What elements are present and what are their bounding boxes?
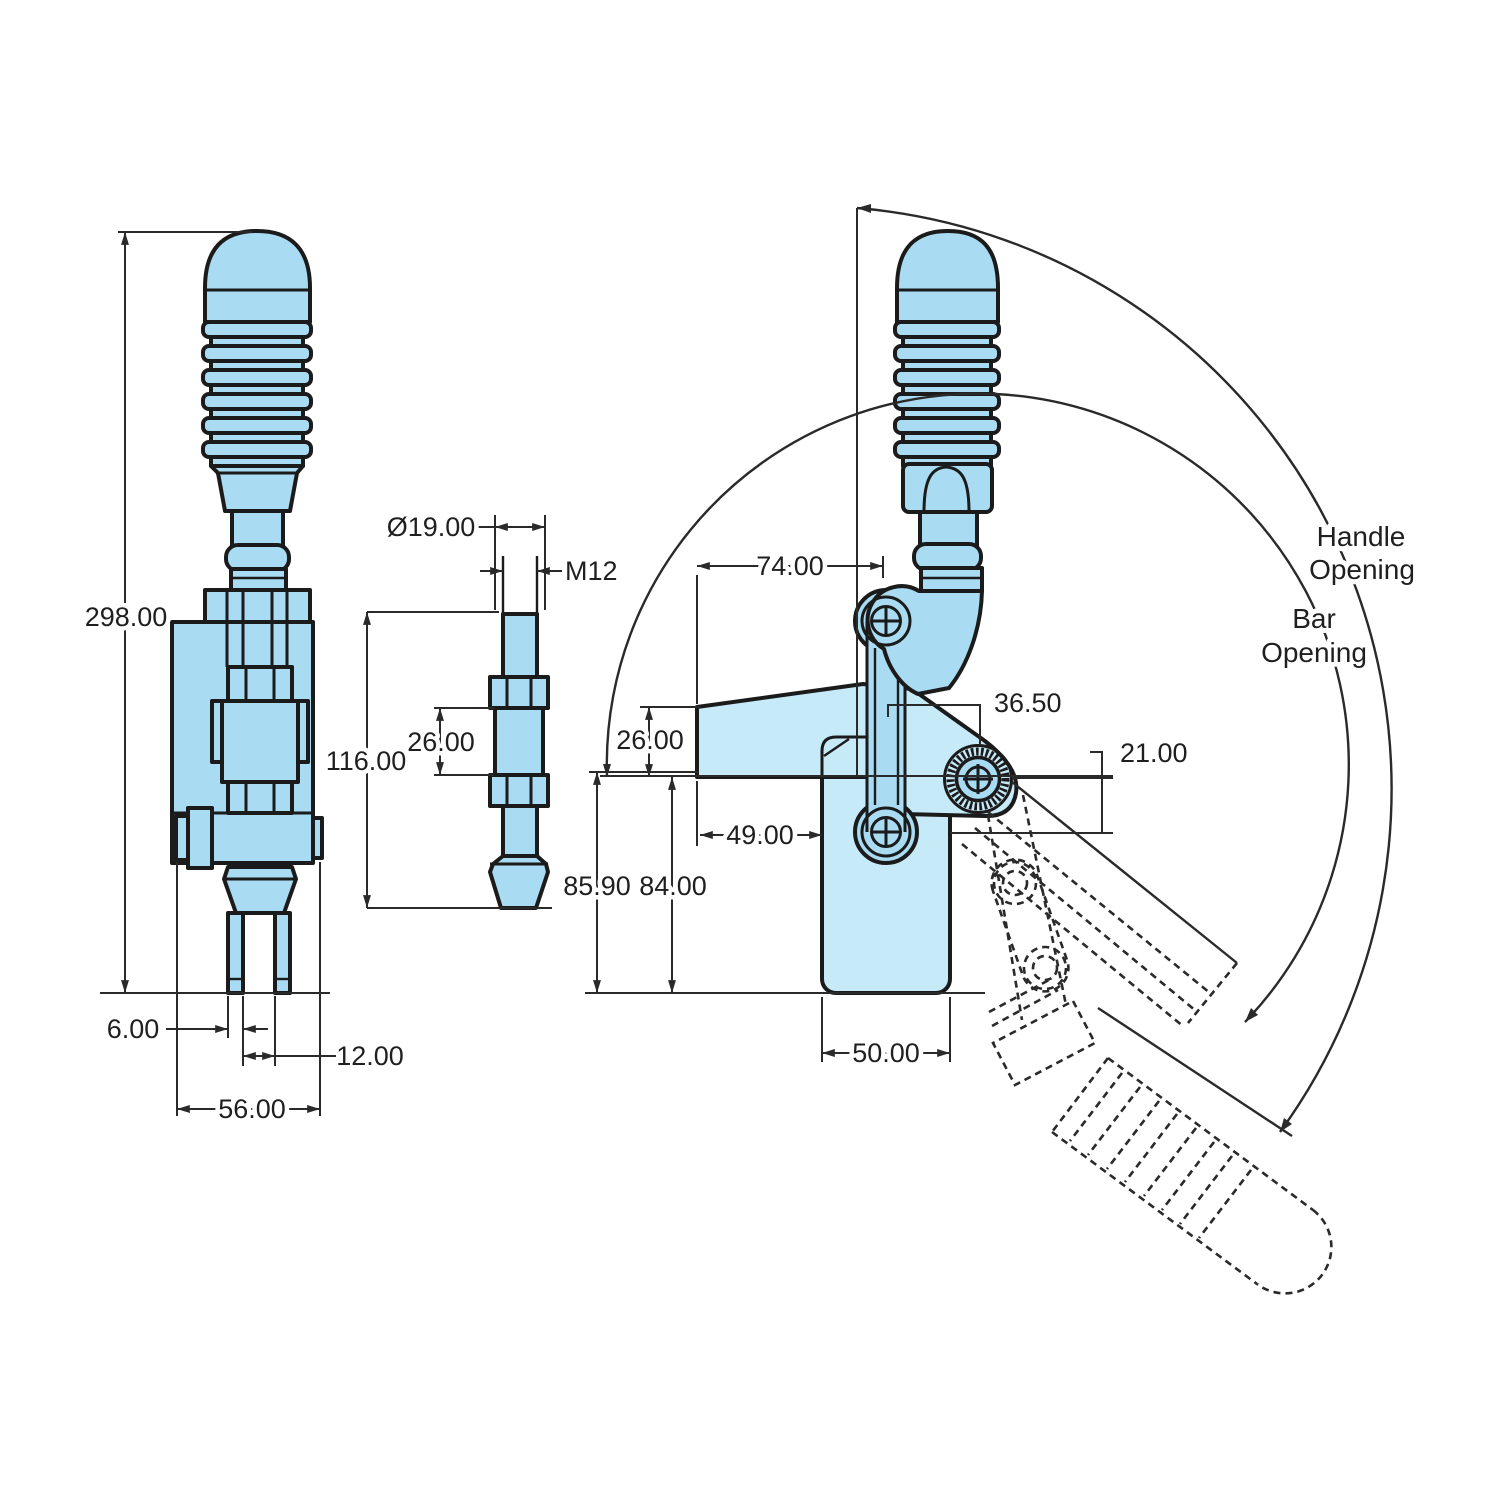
label-handle-opening-line1: Handle [1317,521,1406,552]
dim-side-pivot-offset: 36.50 [994,688,1062,718]
spindle-lower-rod [501,804,539,858]
spindle-detail-view [488,556,550,910]
open-position-ghost [961,781,1333,1295]
dim-spindle-thread: M12 [565,556,618,586]
dim-front-total-height: 298.00 [85,602,168,632]
dim-side-drop: 21.00 [1120,738,1188,768]
front-fork-prongs [226,911,292,995]
open-bar-edge [1011,781,1238,964]
dim-side-base-width: 50.00 [852,1038,920,1068]
dim-front-prong-width: 6.00 [107,1014,160,1044]
front-spindle-tip [222,865,298,915]
dim-front-overall-width: 56.00 [218,1094,286,1124]
handle-arc-arrow-bottom [1280,1118,1292,1132]
front-side-nut-left [186,806,214,870]
spindle-threaded-rod [501,612,539,679]
spindle-cylinder [493,706,545,777]
front-view [170,229,324,995]
handle-opening-arc [856,206,1393,1133]
front-handle-grip [201,229,313,592]
arc-labels: Handle Opening Bar Opening [1256,516,1420,673]
dimensions [100,231,1103,1116]
open-bar-end [1186,962,1239,1024]
front-side-washer-right [311,816,324,860]
dim-front-slot-width: 12.00 [336,1041,404,1071]
side-handle-closed [865,229,1001,696]
spindle-hex-nut-top [488,675,550,710]
dim-side-height-closed: 84.00 [639,871,707,901]
label-handle-opening-line2: Opening [1309,554,1415,585]
label-bar-opening-line2: Opening [1261,637,1367,668]
spindle-hex-nut-bottom [488,773,550,808]
front-body [170,588,324,870]
bar-opening-arc [605,392,1350,1023]
open-lever [986,794,1097,1087]
strap-screw-top [860,595,912,647]
strap-screw-bottom [860,806,912,858]
label-bar-opening-line1: Bar [1292,603,1336,634]
base-corner-seam [820,735,872,777]
dim-spindle-diameter: Ø19.00 [387,512,476,542]
dim-side-link-offset: 49.00 [726,820,794,850]
dim-side-handle-offset: 74.00 [756,551,824,581]
dimension-texts: 298.00 6.00 12.00 56.00 Ø19.00 M12 116.0… [80,508,1192,1129]
side-view [585,208,1113,995]
dim-spindle-adjust: 26.00 [407,727,475,757]
side-pivot-pin [943,744,1013,814]
bar-arc-arrow-end [1245,1008,1258,1022]
open-handle-grip [1050,1056,1333,1295]
bar-arc-arrow-start [603,764,611,777]
dim-spindle-length: 116.00 [326,746,407,776]
handle-arc-arrow-top [857,204,871,213]
dim-side-height-open: 85.90 [563,871,631,901]
open-link-strap [990,858,1070,993]
dim-side-bar-height: 26.00 [616,725,684,755]
